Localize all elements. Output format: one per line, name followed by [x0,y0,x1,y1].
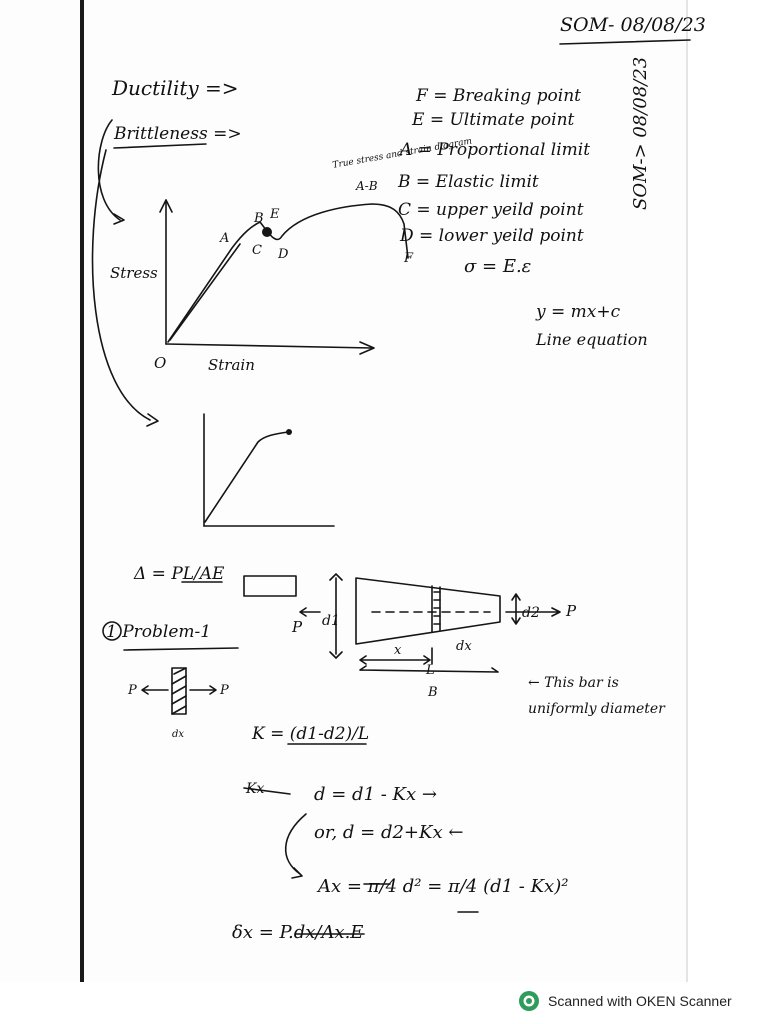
bar-b-label: B [428,685,438,700]
bar-note-line2: uniformly diameter [528,701,665,717]
strip-hatch [433,591,441,625]
point-b-label: B [254,211,264,226]
delta-formula: Δ = PL/AE [134,564,225,584]
graph1-y-arrow [159,199,173,213]
header-underline [559,39,691,45]
true-stress-line [169,243,241,341]
brittleness-underline [113,143,207,149]
brittle-curve [204,431,289,523]
legend-elastic-limit: B = Elastic limit [398,172,539,192]
graph1-y-label: Stress [110,264,158,282]
x-dimension [359,655,431,665]
problem-number-circle [102,621,122,641]
element-p-left: P [128,683,137,698]
point-f-label: F [404,251,414,266]
area-formula: Ax = π/4 d² = π/4 (d1 - Kx)² [318,876,569,897]
bar-d2-label: d2 [522,605,540,621]
element-dx: dx [172,729,185,740]
pi-fraction-bars [363,883,479,913]
paper-right-edge [686,0,688,982]
bar-strip [431,585,441,633]
legend-lower-yield: D = lower yeild point [400,226,584,246]
element-right-arrow [189,685,217,695]
element-left-arrow [141,685,169,695]
bar-d1-label: d1 [322,613,340,629]
d-equation-1: d = d1 - Kx → [314,784,437,805]
paper-sheet [0,0,688,982]
legend-ultimate-point: E = Ultimate point [412,110,575,130]
brittleness-arrow [91,149,151,421]
hookes-law: σ = E.ε [464,256,532,277]
legend-breaking-point: F = Breaking point [416,86,581,106]
small-bar-sketch [243,575,297,597]
brittleness-label: Brittleness => [114,124,242,144]
graph1-origin: O [154,354,167,372]
legend-upper-yield: C = upper yeild point [398,200,584,220]
bar-note-line1: ← This bar is [528,675,619,691]
d2-dimension [511,593,521,625]
d1-dimension [329,573,343,659]
p-right-arrow [505,607,561,617]
brittleness-arrow-head [146,413,159,427]
bar-dx-label: dx [456,639,472,654]
L-dimension [359,665,499,673]
problem-underline [123,647,239,651]
element-hatch [171,667,187,715]
bar-x-label: x [394,643,402,658]
bar-l-label: L [426,663,435,678]
line-equation: y = mx+c [536,302,621,322]
brittle-break-point [286,429,292,435]
yield-point-mark [262,227,272,237]
bar-p-left: P [292,618,303,636]
element-sketch [171,667,187,715]
kx-label: Kx [246,781,265,797]
or-bracket-arrow [284,813,307,879]
p-left-arrow [299,607,321,617]
kx-strikeout [243,787,291,795]
ductility-label: Ductility => [112,76,239,100]
element-p-right: P [220,683,229,698]
point-c-label: C [252,243,262,258]
graph1-x-axis [165,343,373,349]
oken-scanner-logo-icon [519,991,539,1011]
side-date: SOM-> 08/08/23 [630,56,651,210]
scanner-text: Scanned with OKEN Scanner [548,993,732,1009]
point-e-label: E [270,207,280,222]
stress-strain-curve [167,203,409,343]
graph1-x-arrow [359,341,375,355]
date-title: SOM- 08/08/23 [560,14,706,36]
legend-proportional-limit: A = Proportional limit [400,140,591,160]
ab-prefix: A-B [356,179,378,193]
k-definition: K = (d1-d2)/L [252,724,370,744]
delta-x-formula: δx = P.dx/Ax.E [232,922,364,943]
ductility-arrow [97,119,121,221]
ductility-arrow-head [113,213,125,225]
point-a-label: A [220,231,230,246]
d-equation-2: or, d = d2+Kx ← [314,822,464,843]
graph1-x-label: Strain [208,356,255,374]
point-d-label: D [278,247,289,262]
line-equation-label: Line equation [536,330,648,349]
bar-p-right: P [566,602,577,620]
scanner-footer: Scanned with OKEN Scanner [518,990,732,1012]
paper-left-edge [80,0,84,982]
tapered-bar [355,577,501,645]
problem-heading: 1 Problem-1 [106,622,212,642]
